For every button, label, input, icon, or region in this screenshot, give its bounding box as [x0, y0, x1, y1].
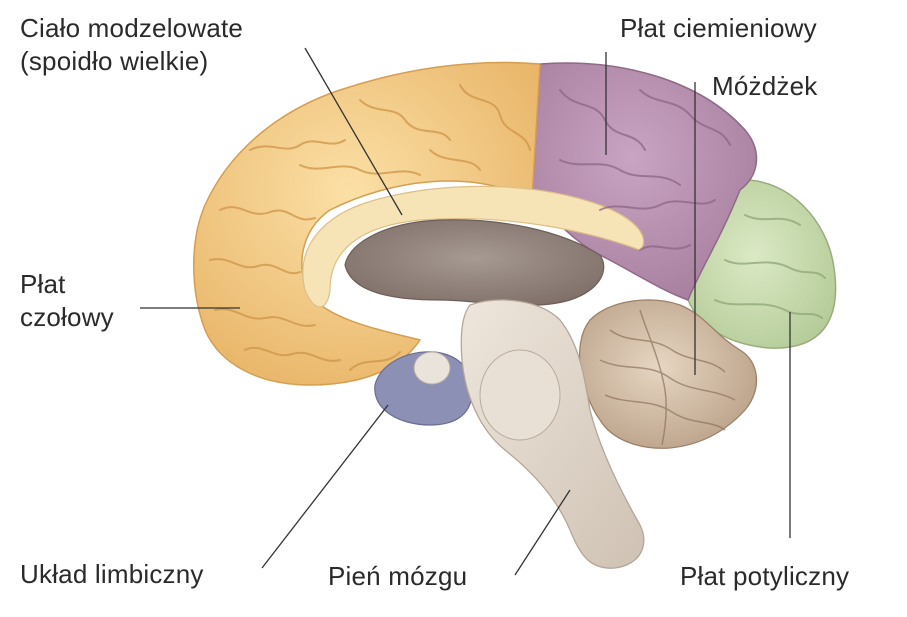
- leader-line-corpus-callosum: [304, 47, 403, 216]
- label-corpus-callosum-line2: (spoidło wielkie): [20, 45, 209, 76]
- label-parietal-lobe: Płat ciemieniowy: [620, 13, 817, 43]
- label-brainstem: Pień mózgu: [328, 561, 468, 591]
- label-corpus-callosum: Ciało modzelowate (spoidło wielkie): [20, 12, 243, 77]
- leader-line-brainstem: [514, 489, 571, 576]
- thalamus-region: [344, 219, 605, 306]
- label-frontal-lobe-line2: czołowy: [20, 301, 114, 332]
- label-frontal-lobe: Płat czołowy: [20, 268, 114, 333]
- label-frontal-lobe-line1: Płat: [20, 269, 66, 299]
- label-corpus-callosum-line1: Ciało modzelowate: [20, 13, 244, 43]
- pons-region: [479, 349, 561, 441]
- occipital-gyri-texture: [714, 214, 826, 319]
- frontal-lobe-region: [193, 61, 541, 386]
- pituitary-region: [413, 351, 451, 385]
- parietal-gyri-texture: [559, 89, 731, 251]
- label-cerebellum: Móżdżek: [712, 71, 818, 101]
- frontal-gyri-texture: [209, 84, 531, 371]
- leader-lines: [140, 47, 791, 576]
- cerebellum-folia-texture: [599, 309, 736, 446]
- leader-line-limbic-system: [261, 404, 389, 569]
- label-limbic-system: Układ limbiczny: [20, 559, 204, 589]
- label-occipital-lobe: Płat potyliczny: [680, 561, 850, 591]
